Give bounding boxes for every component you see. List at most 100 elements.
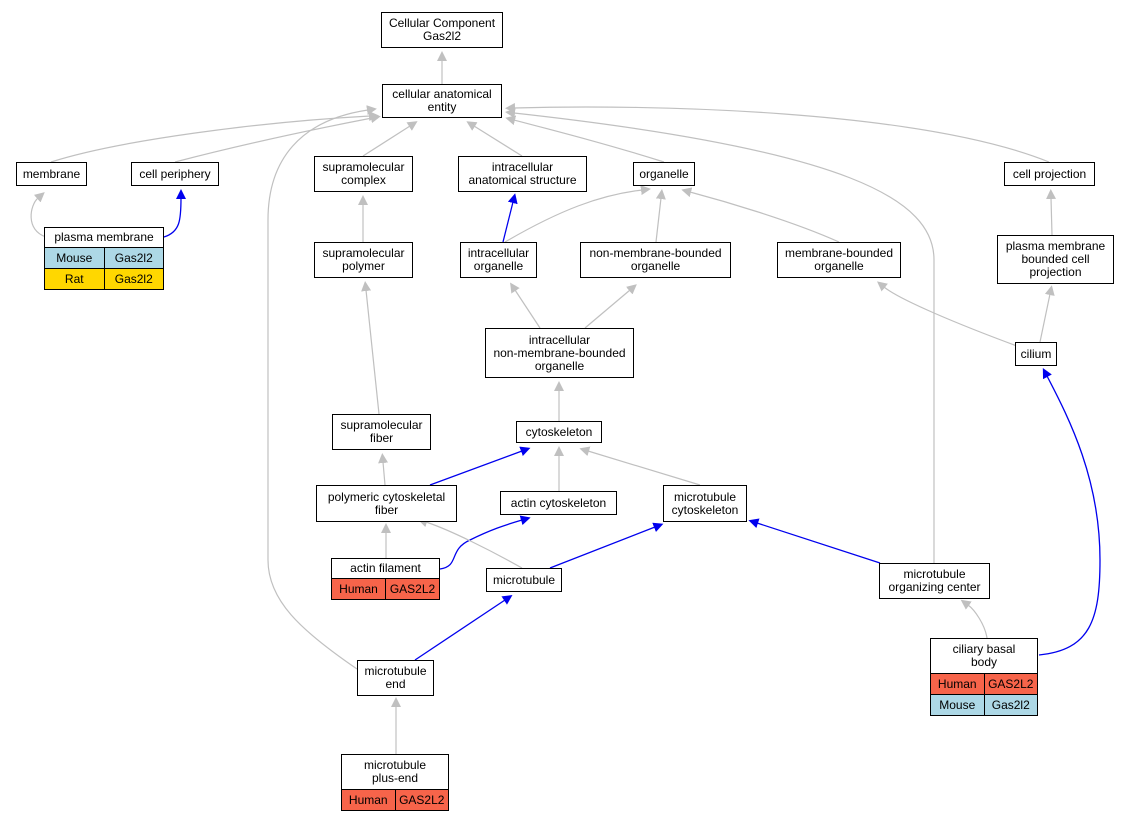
annotation-row: Mouse Gas2l2 xyxy=(45,247,163,268)
term-node-polyfiber[interactable]: polymeric cytoskeletal fiber xyxy=(316,485,457,522)
edge-mtend-to-cae xyxy=(267,105,377,670)
term-label: non-membrane-bounded organelle xyxy=(589,246,722,273)
edge-plasma-to-membrane xyxy=(30,192,47,238)
edge-plasma-to-periphery xyxy=(163,189,186,238)
term-node-cellproj[interactable]: cell projection xyxy=(1004,162,1095,186)
term-node-intraorg[interactable]: intracellular organelle xyxy=(460,242,537,278)
species-cell: Mouse xyxy=(56,251,93,265)
edge-nonmemorg-to-organelle xyxy=(655,189,666,243)
annotation-row: Human GAS2L2 xyxy=(931,673,1037,694)
term-node-ias[interactable]: intracellular anatomical structure xyxy=(458,156,587,192)
term-label: intracellular non-membrane-bounded organ… xyxy=(493,332,626,373)
gene-cell: GAS2L2 xyxy=(983,674,1038,694)
edge-mtoc-to-mtcyto xyxy=(748,518,881,564)
term-label: cytoskeleton xyxy=(525,424,593,439)
edge-intraorg-to-organelle xyxy=(504,185,651,243)
term-node-cae[interactable]: cellular anatomical entity xyxy=(382,84,502,118)
gene-cell: GAS2L2 xyxy=(394,790,449,810)
term-label: intracellular organelle xyxy=(467,246,530,273)
edge-membrane-to-cae xyxy=(50,111,379,163)
edge-microtubule-to-mtcyto xyxy=(549,522,664,569)
edge-mtoc-to-cae xyxy=(505,108,935,564)
species-cell: Mouse xyxy=(939,698,976,712)
term-label: ciliary basal body xyxy=(952,642,1016,669)
edge-organelle-to-cae xyxy=(505,115,665,163)
term-label: polymeric cytoskeletal fiber xyxy=(327,489,446,517)
gene-cell: Gas2l2 xyxy=(103,248,164,268)
term-label: plasma membrane xyxy=(54,230,154,244)
term-label: microtubule xyxy=(492,572,556,587)
edge-basalbody-to-mtoc xyxy=(960,599,988,639)
edge-polyfiber-to-cytoskeleton xyxy=(429,446,531,486)
term-node-membrane[interactable]: membrane xyxy=(16,162,87,186)
annotation-row: Mouse Gas2l2 xyxy=(931,694,1037,715)
term-label: plasma membrane bounded cell projection xyxy=(1005,239,1106,279)
term-label: supramolecular fiber xyxy=(340,418,423,445)
edge-cellproj-to-cae xyxy=(505,102,1050,163)
edge-cilium-to-pmbcp xyxy=(1039,285,1055,343)
term-node-microtubule[interactable]: microtubule xyxy=(486,568,562,592)
edge-ias-to-cae xyxy=(466,121,523,157)
term-node-root[interactable]: Cellular Component Gas2l2 xyxy=(381,12,503,48)
term-label: cellular anatomical entity xyxy=(392,87,492,114)
edge-cilium-to-memorg xyxy=(877,281,1018,347)
term-label: cilium xyxy=(1020,346,1052,361)
species-cell: Human xyxy=(937,677,977,691)
term-node-cytoskeleton[interactable]: cytoskeleton xyxy=(516,421,602,443)
gene-cell: Gas2l2 xyxy=(983,695,1038,715)
term-label: cell projection xyxy=(1012,166,1087,181)
term-label: microtubule end xyxy=(364,664,427,691)
edge-supfiber-to-suppolymer xyxy=(361,281,380,415)
edge-microtubule-to-polyfiber xyxy=(417,517,523,569)
edge-mtcyto-to-cytoskeleton xyxy=(579,446,701,486)
term-label: microtubule organizing center xyxy=(888,567,981,594)
edge-polyfiber-to-supfiber xyxy=(378,453,389,486)
term-label: Cellular Component Gas2l2 xyxy=(388,16,496,43)
term-node-pmbcp[interactable]: plasma membrane bounded cell projection xyxy=(997,235,1114,284)
gene-cell: Gas2l2 xyxy=(103,269,164,289)
term-label: supramolecular complex xyxy=(322,160,405,187)
term-label: intracellular anatomical structure xyxy=(468,160,577,187)
term-node-mtend[interactable]: microtubule end xyxy=(357,660,434,696)
edge-periphery-to-cae xyxy=(174,113,381,163)
term-node-inmbo[interactable]: intracellular non-membrane-bounded organ… xyxy=(485,328,634,378)
species-cell: Human xyxy=(339,582,378,596)
term-node-organelle[interactable]: organelle xyxy=(633,162,695,186)
term-label: actin cytoskeleton xyxy=(510,495,607,510)
species-cell: Rat xyxy=(64,272,84,286)
edge-memorg-to-organelle xyxy=(681,187,840,243)
gene-cell: GAS2L2 xyxy=(385,579,439,599)
edge-inmbo-to-nonmemorg xyxy=(584,284,637,329)
term-node-mtoc[interactable]: microtubule organizing center xyxy=(879,563,990,599)
term-label: microtubule cytoskeleton xyxy=(671,489,739,517)
edge-intraorg-to-ias xyxy=(502,193,518,243)
term-node-nonmemorg[interactable]: non-membrane-bounded organelle xyxy=(580,242,731,278)
term-node-mtcyto[interactable]: microtubule cytoskeleton xyxy=(663,485,747,522)
term-label: microtubule plus-end xyxy=(363,758,427,785)
term-node-supcomplex[interactable]: supramolecular complex xyxy=(314,156,413,192)
term-label: cell periphery xyxy=(139,166,211,181)
edge-mtend-to-microtubule xyxy=(414,595,513,661)
edge-inmbo-to-intraorg xyxy=(510,282,541,329)
term-node-memorg[interactable]: membrane-bounded organelle xyxy=(777,242,901,278)
term-label: supramolecular polymer xyxy=(322,246,405,273)
term-node-actincyto[interactable]: actin cytoskeleton xyxy=(500,491,617,515)
term-label: actin filament xyxy=(350,561,421,575)
annotation-row: Rat Gas2l2 xyxy=(45,268,163,289)
annotation-row: Human GAS2L2 xyxy=(332,578,439,599)
edge-basalbody-to-cilium xyxy=(1038,368,1101,656)
term-node-suppolymer[interactable]: supramolecular polymer xyxy=(314,242,413,278)
term-label: organelle xyxy=(639,166,689,181)
edge-pmbcp-to-cellproj xyxy=(1046,189,1057,236)
term-node-periphery[interactable]: cell periphery xyxy=(131,162,219,186)
term-node-cilium[interactable]: cilium xyxy=(1015,342,1057,366)
term-node-supfiber[interactable]: supramolecular fiber xyxy=(332,414,431,450)
term-label: membrane xyxy=(22,166,81,181)
